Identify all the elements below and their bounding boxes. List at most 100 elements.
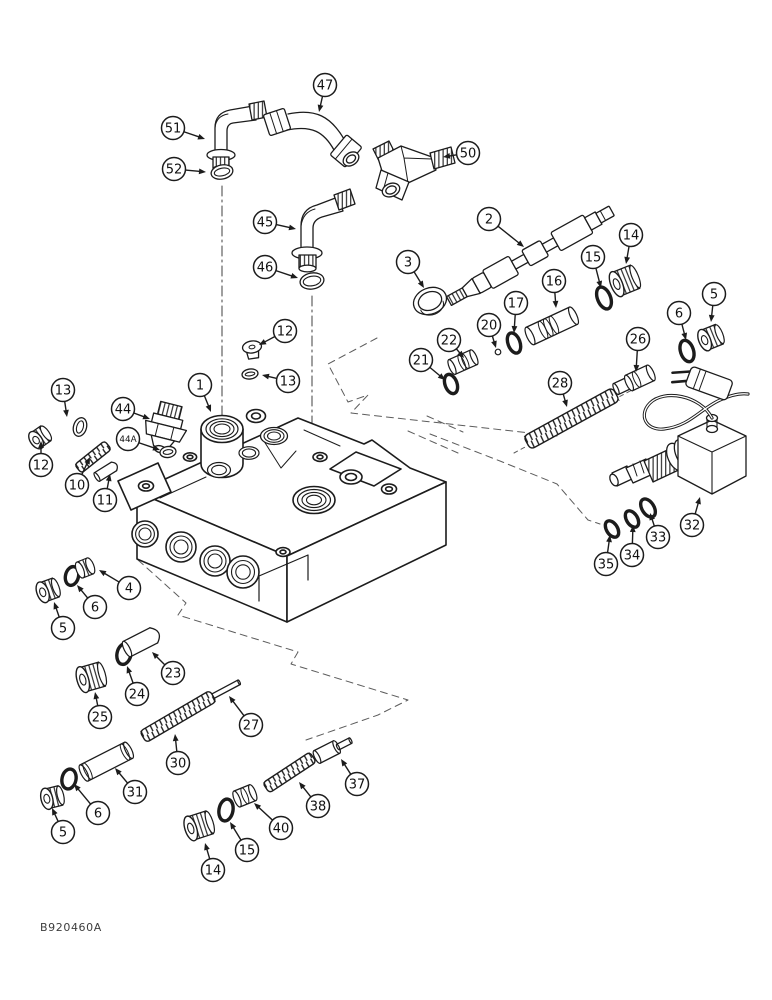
part-pin-11 bbox=[93, 461, 118, 482]
callout-6: 6 bbox=[666, 300, 692, 340]
callout-label: 1 bbox=[196, 379, 204, 394]
callout-label: 6 bbox=[675, 307, 683, 322]
callout-label: 50 bbox=[460, 147, 477, 162]
callout-4: 4 bbox=[99, 570, 142, 601]
callout-51: 51 bbox=[160, 115, 205, 141]
callout-44: 44 bbox=[110, 396, 150, 422]
callout-3: 3 bbox=[395, 249, 424, 288]
callout-label: 21 bbox=[413, 354, 430, 369]
callout-5: 5 bbox=[50, 602, 76, 641]
part-threaded-plug bbox=[608, 264, 642, 298]
part-ring-3 bbox=[412, 286, 448, 316]
callout-label: 14 bbox=[623, 229, 640, 244]
callout-21: 21 bbox=[408, 347, 445, 380]
callout-16: 16 bbox=[541, 268, 567, 308]
callout-13: 13 bbox=[50, 377, 76, 417]
callout-20: 20 bbox=[476, 312, 502, 348]
callout-40: 40 bbox=[254, 803, 294, 841]
callout-label: 44 bbox=[115, 403, 132, 418]
callout-label: 45 bbox=[257, 216, 274, 231]
callout-label: 12 bbox=[33, 459, 50, 474]
callout-13: 13 bbox=[262, 368, 301, 394]
callout-22: 22 bbox=[436, 327, 464, 358]
callout-label: 16 bbox=[546, 275, 563, 290]
part-valve-body bbox=[117, 408, 447, 623]
callout-label: 27 bbox=[243, 719, 260, 734]
part-o-ring bbox=[678, 338, 696, 364]
part-spring bbox=[139, 690, 217, 743]
callout-label: 6 bbox=[94, 807, 102, 822]
part-o-ring bbox=[638, 497, 658, 519]
callout-35: 35 bbox=[593, 535, 619, 577]
callout-2: 2 bbox=[476, 206, 524, 247]
callout-47: 47 bbox=[312, 72, 338, 112]
callout-label: 33 bbox=[650, 531, 667, 546]
callout-11: 11 bbox=[92, 474, 118, 513]
part-threaded-ring bbox=[74, 557, 96, 579]
part-o-ring bbox=[159, 445, 177, 459]
part-threaded-plug bbox=[183, 810, 216, 842]
part-o-ring bbox=[217, 797, 235, 823]
part-o-ring bbox=[60, 767, 78, 791]
part-plunger-stem-37 bbox=[335, 737, 353, 751]
part-poppet-23 bbox=[121, 627, 161, 658]
callout-label: 4 bbox=[125, 582, 133, 597]
callout-label: 52 bbox=[166, 163, 183, 178]
callout-label: 10 bbox=[69, 479, 86, 494]
part-o-ring bbox=[442, 372, 460, 396]
part-o-ring bbox=[603, 519, 621, 539]
part-fitting-50 bbox=[372, 140, 456, 201]
part-hose-47 bbox=[263, 108, 362, 168]
generated-parts bbox=[28, 164, 725, 842]
callout-1: 1 bbox=[187, 372, 213, 412]
callout-label: 40 bbox=[273, 822, 290, 837]
part-threaded-plug bbox=[697, 323, 725, 352]
callout-label: 24 bbox=[129, 688, 146, 703]
callout-label: 31 bbox=[127, 786, 144, 801]
callout-34: 34 bbox=[619, 525, 645, 568]
part-o-ring bbox=[623, 509, 641, 529]
callout-12: 12 bbox=[259, 318, 298, 345]
part-spring bbox=[74, 440, 112, 474]
part-threaded-plug bbox=[39, 785, 65, 811]
callout-46: 46 bbox=[252, 254, 298, 280]
callout-24: 24 bbox=[124, 666, 150, 707]
callout-label: 6 bbox=[91, 601, 99, 616]
callout-label: 46 bbox=[257, 261, 274, 276]
callout-label: 38 bbox=[310, 800, 327, 815]
callout-label: 51 bbox=[165, 122, 182, 137]
callout-37: 37 bbox=[341, 759, 370, 797]
callout-25: 25 bbox=[87, 692, 113, 730]
callout-label: 11 bbox=[97, 494, 114, 509]
callout-label: 13 bbox=[55, 384, 72, 399]
part-elbow-51 bbox=[206, 100, 268, 173]
callout-30: 30 bbox=[165, 734, 191, 776]
callout-12: 12 bbox=[28, 441, 54, 478]
callout-32: 32 bbox=[679, 497, 705, 538]
callout-33: 33 bbox=[645, 513, 671, 550]
callout-52: 52 bbox=[161, 156, 206, 182]
callout-label: 5 bbox=[59, 826, 67, 841]
part-o-ring bbox=[72, 417, 88, 437]
callout-45: 45 bbox=[252, 209, 296, 235]
part-plunger-37 bbox=[312, 740, 342, 764]
callout-6: 6 bbox=[74, 784, 111, 826]
callout-label: 13 bbox=[280, 375, 297, 390]
callout-label: 5 bbox=[710, 288, 718, 303]
callout-label: 3 bbox=[404, 256, 412, 271]
part-elbow-45 bbox=[291, 188, 356, 273]
callout-14: 14 bbox=[618, 222, 644, 264]
callout-31: 31 bbox=[115, 768, 148, 805]
callout-14: 14 bbox=[200, 843, 226, 883]
part-plug-12-upper bbox=[241, 340, 263, 360]
part-valve-22 bbox=[447, 349, 479, 375]
part-o-ring bbox=[505, 331, 523, 355]
part-solenoid-32 bbox=[609, 366, 750, 495]
callout-10: 10 bbox=[64, 457, 90, 498]
callout-label: 12 bbox=[277, 325, 294, 340]
callout-15: 15 bbox=[580, 244, 606, 288]
part-sleeve-16 bbox=[524, 306, 580, 346]
callout-label: 25 bbox=[92, 711, 109, 726]
